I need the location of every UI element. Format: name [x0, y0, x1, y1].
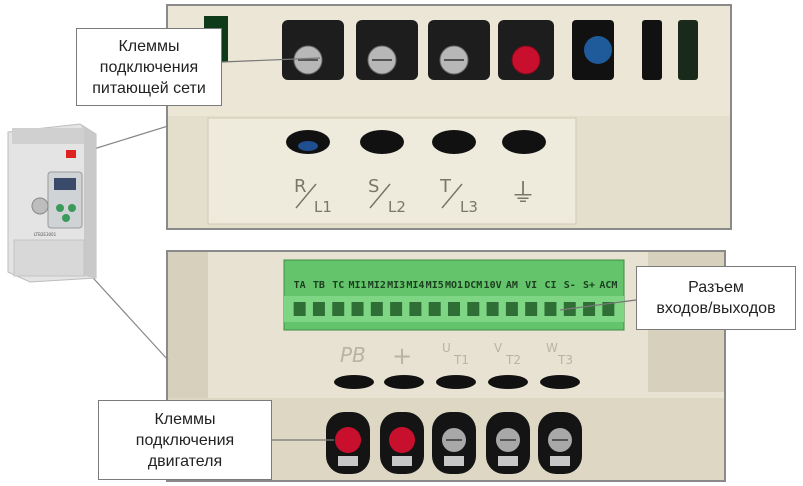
- callout-io-line-2: входов/выходов: [656, 300, 776, 317]
- callout-io-line-1: Разъем: [688, 279, 744, 296]
- callout-motor-line-2: подключения: [135, 431, 235, 449]
- io-pin: [505, 302, 518, 316]
- callout-power-terminals: Клеммы подключения питающей сети: [76, 28, 222, 106]
- io-pin: [409, 302, 422, 316]
- io-label-mi5: MI5: [426, 280, 444, 291]
- callout-power-line-1: Клеммы: [118, 37, 180, 55]
- marking-v: V: [494, 341, 503, 355]
- io-pin: [351, 302, 364, 316]
- io-pin: [525, 302, 538, 316]
- marking-r: R: [294, 176, 307, 197]
- io-label-mi3: MI3: [387, 280, 405, 291]
- io-pin: [332, 302, 345, 316]
- callout-power-line-3: питающей сети: [92, 79, 206, 97]
- io-label-mi2: MI2: [368, 280, 386, 291]
- callout-power-line-2: подключения: [99, 58, 199, 76]
- marking-pb: PB: [340, 343, 366, 367]
- marking-s: S: [368, 176, 379, 197]
- io-label-acm: ACM: [599, 280, 617, 291]
- io-pin: [448, 302, 460, 316]
- io-label-tb: TB: [313, 280, 325, 291]
- io-label-am: AM: [506, 280, 518, 291]
- io-pin: [370, 302, 383, 316]
- device-brand: LTB2E3001: [34, 232, 57, 237]
- io-pin: [390, 302, 403, 316]
- io-label-10v: 10V: [484, 280, 502, 291]
- marking-u: U: [442, 341, 451, 355]
- marking-t1: T1: [453, 353, 469, 367]
- marking-l1: L1: [314, 198, 332, 216]
- marking-plus: +: [392, 342, 412, 370]
- marking-l3: L3: [460, 198, 478, 216]
- io-label-ta: TA: [294, 280, 306, 291]
- io-pin: [312, 302, 325, 316]
- leader-line-bottom: [83, 267, 169, 361]
- leader-line-top: [83, 125, 169, 153]
- marking-w: W: [546, 341, 558, 355]
- callout-motor-line-1: Клеммы: [154, 410, 216, 428]
- callout-motor-line-3: двигателя: [147, 452, 223, 470]
- marking-t: T: [439, 176, 452, 197]
- io-label-mo1: MO1: [445, 280, 463, 291]
- io-pin: [486, 302, 499, 316]
- io-label-mi4: MI4: [406, 280, 424, 291]
- marking-t2: T2: [505, 353, 521, 367]
- marking-t3: T3: [557, 353, 573, 367]
- io-pin: [428, 302, 441, 316]
- io-label-mi1: MI1: [348, 280, 366, 291]
- io-label-tc: TC: [332, 280, 344, 291]
- io-label-ci: CI: [544, 280, 556, 291]
- ground-symbol: ⏚: [510, 179, 536, 209]
- io-label-s: S-: [564, 280, 576, 291]
- io-label-vi: VI: [525, 280, 537, 291]
- callout-io-connector: Разъем входов/выходов: [636, 266, 796, 330]
- io-pin: [293, 302, 306, 316]
- io-label-dcm: DCM: [464, 280, 482, 291]
- io-label-s: S+: [583, 280, 595, 291]
- io-pin: [544, 302, 557, 316]
- marking-l2: L2: [388, 198, 406, 216]
- io-pin: [467, 302, 480, 316]
- callout-motor-terminals: Клеммы подключения двигателя: [98, 400, 272, 480]
